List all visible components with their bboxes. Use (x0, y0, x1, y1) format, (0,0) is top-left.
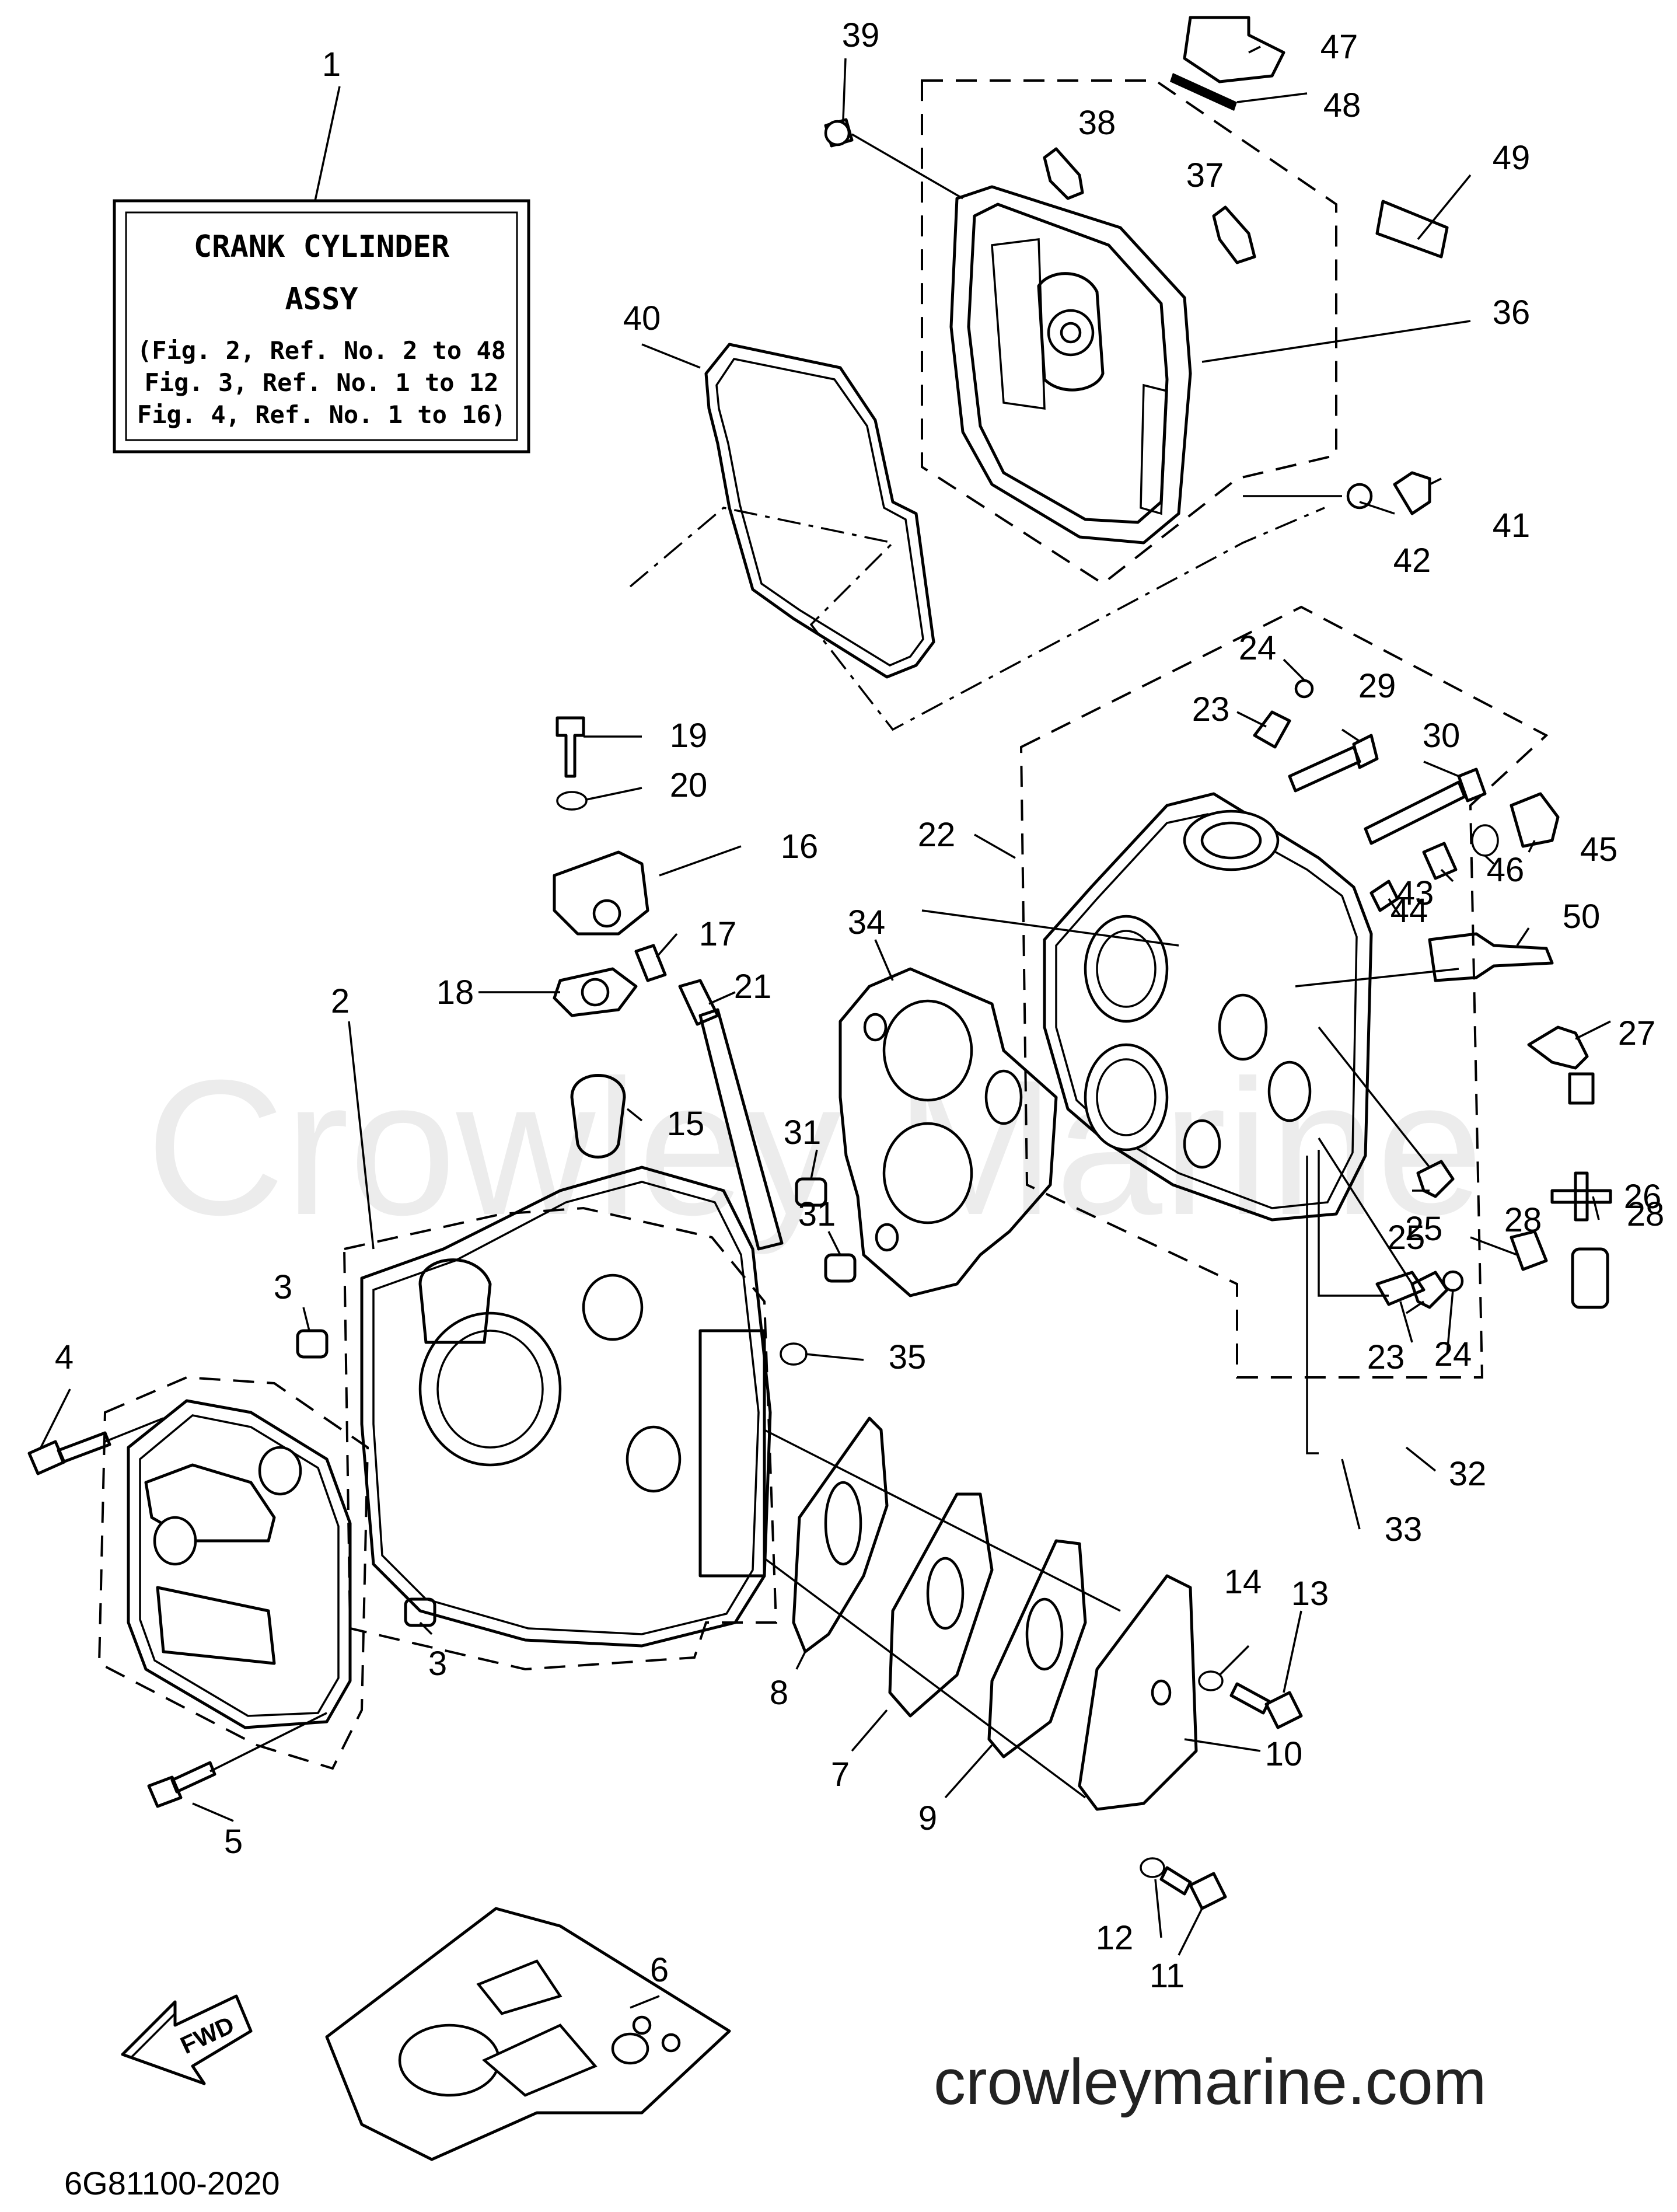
callout-37: 37 (1186, 156, 1224, 194)
callout-15: 15 (667, 1105, 705, 1143)
callout-34: 34 (848, 903, 886, 941)
website-text: crowleymarine.com (934, 2046, 1486, 2118)
title-ref-line-3: Fig. 4, Ref. No. 1 to 16) (137, 400, 506, 429)
callout-23a: 23 (1192, 690, 1230, 728)
callout-7: 7 (831, 1756, 850, 1794)
callout-11: 11 (1150, 1957, 1185, 1995)
title-line-2: ASSY (285, 282, 358, 317)
callout-33: 33 (1385, 1510, 1423, 1548)
callout-3b: 3 (428, 1645, 447, 1683)
callout-24b: 24 (1434, 1335, 1472, 1373)
callout-48: 48 (1323, 86, 1361, 124)
callout-17: 17 (699, 915, 737, 953)
callout-40: 40 (623, 299, 661, 337)
callout-23b: 23 (1367, 1338, 1405, 1376)
callout-41: 41 (1493, 507, 1531, 545)
callout-47: 47 (1320, 28, 1358, 66)
callout-50: 50 (1563, 898, 1601, 936)
callout-24a: 24 (1239, 629, 1277, 667)
callout-19: 19 (670, 717, 708, 755)
callout-35: 35 (889, 1338, 927, 1376)
callout-18: 18 (436, 974, 474, 1011)
callout-12: 12 (1096, 1919, 1134, 1957)
callout-28a: 28 (1504, 1201, 1542, 1239)
callout-8: 8 (770, 1674, 788, 1712)
diagram-code: 6G81100-2020 (64, 2165, 280, 2201)
callout-42: 42 (1393, 542, 1431, 580)
callout-1: 1 (322, 46, 341, 83)
head-gasket (795, 967, 1058, 1297)
cylinder-block-group (296, 716, 808, 1671)
cylinder-head-group (921, 605, 1612, 1454)
leader-lines (40, 46, 1611, 2009)
callout-16: 16 (781, 828, 819, 866)
callout-6: 6 (650, 1951, 669, 1989)
callout-45: 45 (1580, 831, 1618, 868)
callout-32: 32 (1449, 1455, 1487, 1493)
callout-4: 4 (55, 1338, 74, 1376)
title-ref-line-1: (Fig. 2, Ref. No. 2 to 48 (137, 336, 506, 365)
callout-38: 38 (1078, 104, 1116, 142)
callout-21: 21 (734, 968, 772, 1006)
callout-20: 20 (670, 766, 708, 804)
head-cover-group (629, 16, 1449, 731)
callout-36: 36 (1493, 294, 1531, 332)
callout-29: 29 (1358, 667, 1396, 705)
callout-28b: 28 (1627, 1195, 1665, 1233)
callout-labels: 1 2 3 3 4 5 6 7 8 9 10 11 12 13 14 15 16… (55, 16, 1664, 1995)
callout-30: 30 (1423, 717, 1461, 755)
callout-31a: 31 (784, 1114, 822, 1152)
callout-22: 22 (918, 816, 956, 854)
callout-2: 2 (331, 982, 350, 1020)
title-ref-line-2: Fig. 3, Ref. No. 1 to 12 (145, 368, 499, 397)
exhaust-plates-group (763, 1416, 1303, 1910)
callout-43: 43 (1396, 874, 1434, 912)
watermark-text: Crowley Marine (146, 1039, 1483, 1256)
callout-49: 49 (1493, 139, 1531, 177)
callout-9: 9 (918, 1799, 937, 1837)
callout-25a: 25 (1405, 1210, 1443, 1248)
callout-31b: 31 (798, 1195, 836, 1233)
callout-13: 13 (1291, 1575, 1329, 1613)
callout-25b: 25 (1388, 1219, 1426, 1257)
callout-3a: 3 (274, 1268, 292, 1306)
callout-14: 14 (1224, 1563, 1262, 1601)
title-box: CRANK CYLINDER ASSY (Fig. 2, Ref. No. 2 … (113, 199, 530, 453)
crankcase-group (27, 1376, 369, 1808)
title-line-1: CRANK CYLINDER (194, 229, 450, 264)
callout-5: 5 (224, 1823, 243, 1861)
callout-44: 44 (1390, 892, 1428, 930)
bottom-gasket (325, 1907, 731, 2161)
callout-39: 39 (842, 16, 880, 54)
head-cover-gasket (704, 343, 935, 679)
callout-10: 10 (1265, 1735, 1303, 1773)
callout-26: 26 (1624, 1178, 1662, 1216)
fwd-arrow: FWD (121, 1994, 253, 2085)
callout-27: 27 (1618, 1014, 1656, 1052)
callout-46: 46 (1487, 851, 1525, 889)
fwd-label: FWD (176, 2011, 239, 2059)
